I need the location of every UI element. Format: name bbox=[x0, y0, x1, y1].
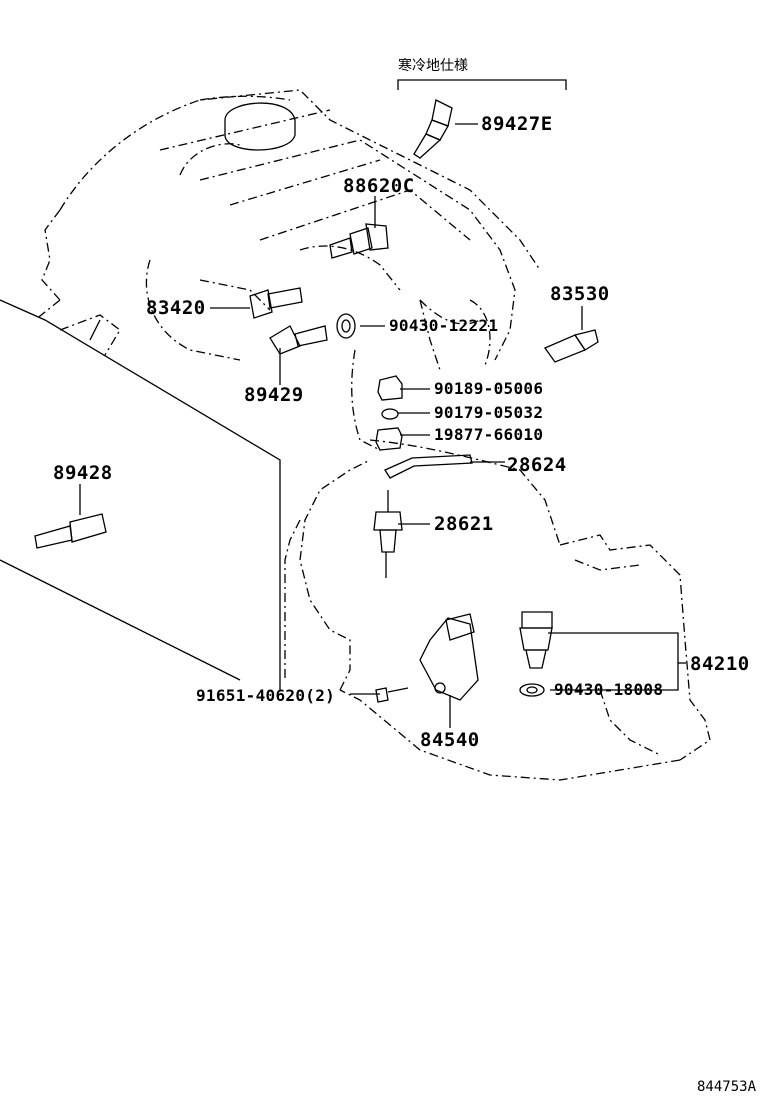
oil-filler-cap bbox=[224, 102, 296, 151]
gasket-90430-18008 bbox=[519, 683, 545, 697]
spacer-19877-66010 bbox=[375, 427, 403, 451]
gasket-90430-12221 bbox=[336, 313, 356, 339]
cold-area-spec-note: 寒冷地仕様 bbox=[398, 58, 468, 74]
bracket-28624 bbox=[384, 454, 473, 479]
part-label-89429[interactable]: 89429 bbox=[244, 384, 304, 406]
engine-outline bbox=[34, 89, 711, 781]
part-label-19877-66010[interactable]: 19877-66010 bbox=[434, 425, 544, 444]
part-label-91651-40620[interactable]: 91651-40620(2) bbox=[196, 686, 336, 705]
sensor-83420 bbox=[249, 287, 303, 319]
leader-lines bbox=[79, 123, 686, 728]
part-label-84210[interactable]: 84210 bbox=[690, 653, 750, 675]
part-label-90430-12221[interactable]: 90430-12221 bbox=[389, 316, 499, 335]
note-bracket bbox=[397, 79, 567, 90]
glow-plug-28621 bbox=[373, 490, 403, 578]
vehicle-body-outline bbox=[0, 299, 281, 690]
switch-83530 bbox=[544, 329, 599, 363]
part-label-28624[interactable]: 28624 bbox=[507, 454, 567, 476]
part-label-83530[interactable]: 83530 bbox=[550, 283, 610, 305]
part-label-90430-18008[interactable]: 90430-18008 bbox=[554, 680, 664, 699]
part-label-89427e[interactable]: 89427E bbox=[481, 113, 553, 135]
part-label-90179-05032[interactable]: 90179-05032 bbox=[434, 403, 544, 422]
switch-84540 bbox=[419, 613, 479, 701]
part-label-88620c[interactable]: 88620C bbox=[343, 175, 415, 197]
part-label-28621[interactable]: 28621 bbox=[434, 513, 494, 535]
part-label-84540[interactable]: 84540 bbox=[420, 729, 480, 751]
switch-84210 bbox=[519, 611, 553, 669]
washer-90179-05032 bbox=[381, 408, 399, 420]
part-label-83420[interactable]: 83420 bbox=[146, 297, 206, 319]
sensor-89427e bbox=[413, 99, 453, 159]
sensor-89428 bbox=[34, 513, 107, 549]
switch-88620c bbox=[329, 223, 389, 259]
nut-90189-05006 bbox=[377, 375, 403, 401]
part-label-90189-05006[interactable]: 90189-05006 bbox=[434, 379, 544, 398]
sensor-89429 bbox=[269, 325, 328, 355]
bolt-91651-40620 bbox=[375, 687, 409, 703]
figure-id: 844753A bbox=[697, 1079, 757, 1095]
part-label-89428[interactable]: 89428 bbox=[53, 462, 113, 484]
